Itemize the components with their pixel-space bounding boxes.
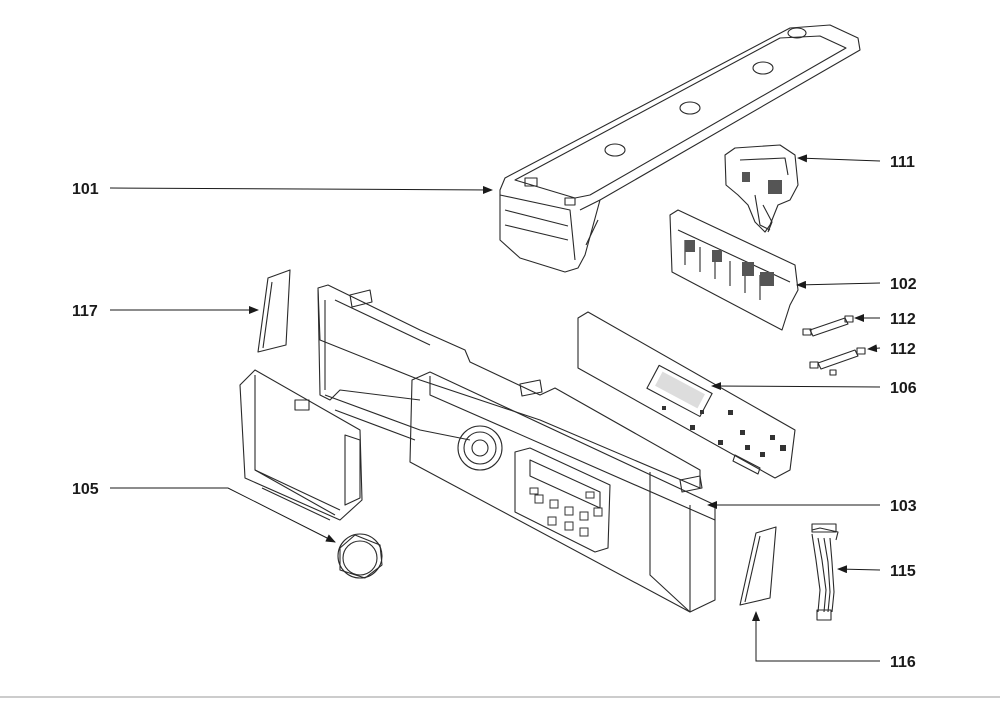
callout-112-upper: 112 [890, 311, 916, 328]
callout-106: 106 [890, 380, 917, 397]
callout-102: 102 [890, 276, 917, 293]
leader-lines [109, 154, 881, 662]
callout-labels: 101 111 102 112 112 106 117 105 103 115 … [72, 154, 917, 671]
callout-115: 115 [890, 563, 916, 580]
part-112-fuse-upper [802, 315, 854, 337]
part-112-fuse-lower [809, 347, 866, 376]
detergent-drawer [239, 369, 363, 521]
callout-101: 101 [72, 181, 99, 198]
callout-112-lower: 112 [890, 341, 916, 358]
callout-116: 116 [890, 654, 916, 671]
part-117-side-trim-left [257, 269, 291, 353]
callout-105: 105 [72, 481, 99, 498]
part-106-display-pcb [577, 311, 796, 479]
part-111-selector-switch [724, 144, 799, 233]
part-102-control-module [669, 209, 799, 331]
part-115-wiring-harness [811, 523, 839, 621]
part-101-top-cover [499, 24, 861, 273]
callout-103: 103 [890, 498, 917, 515]
part-103-front-panel [317, 284, 716, 613]
part-105-knob [337, 533, 383, 579]
part-116-side-trim-right [739, 526, 777, 606]
callout-117: 117 [72, 303, 98, 320]
callout-111: 111 [890, 154, 915, 171]
